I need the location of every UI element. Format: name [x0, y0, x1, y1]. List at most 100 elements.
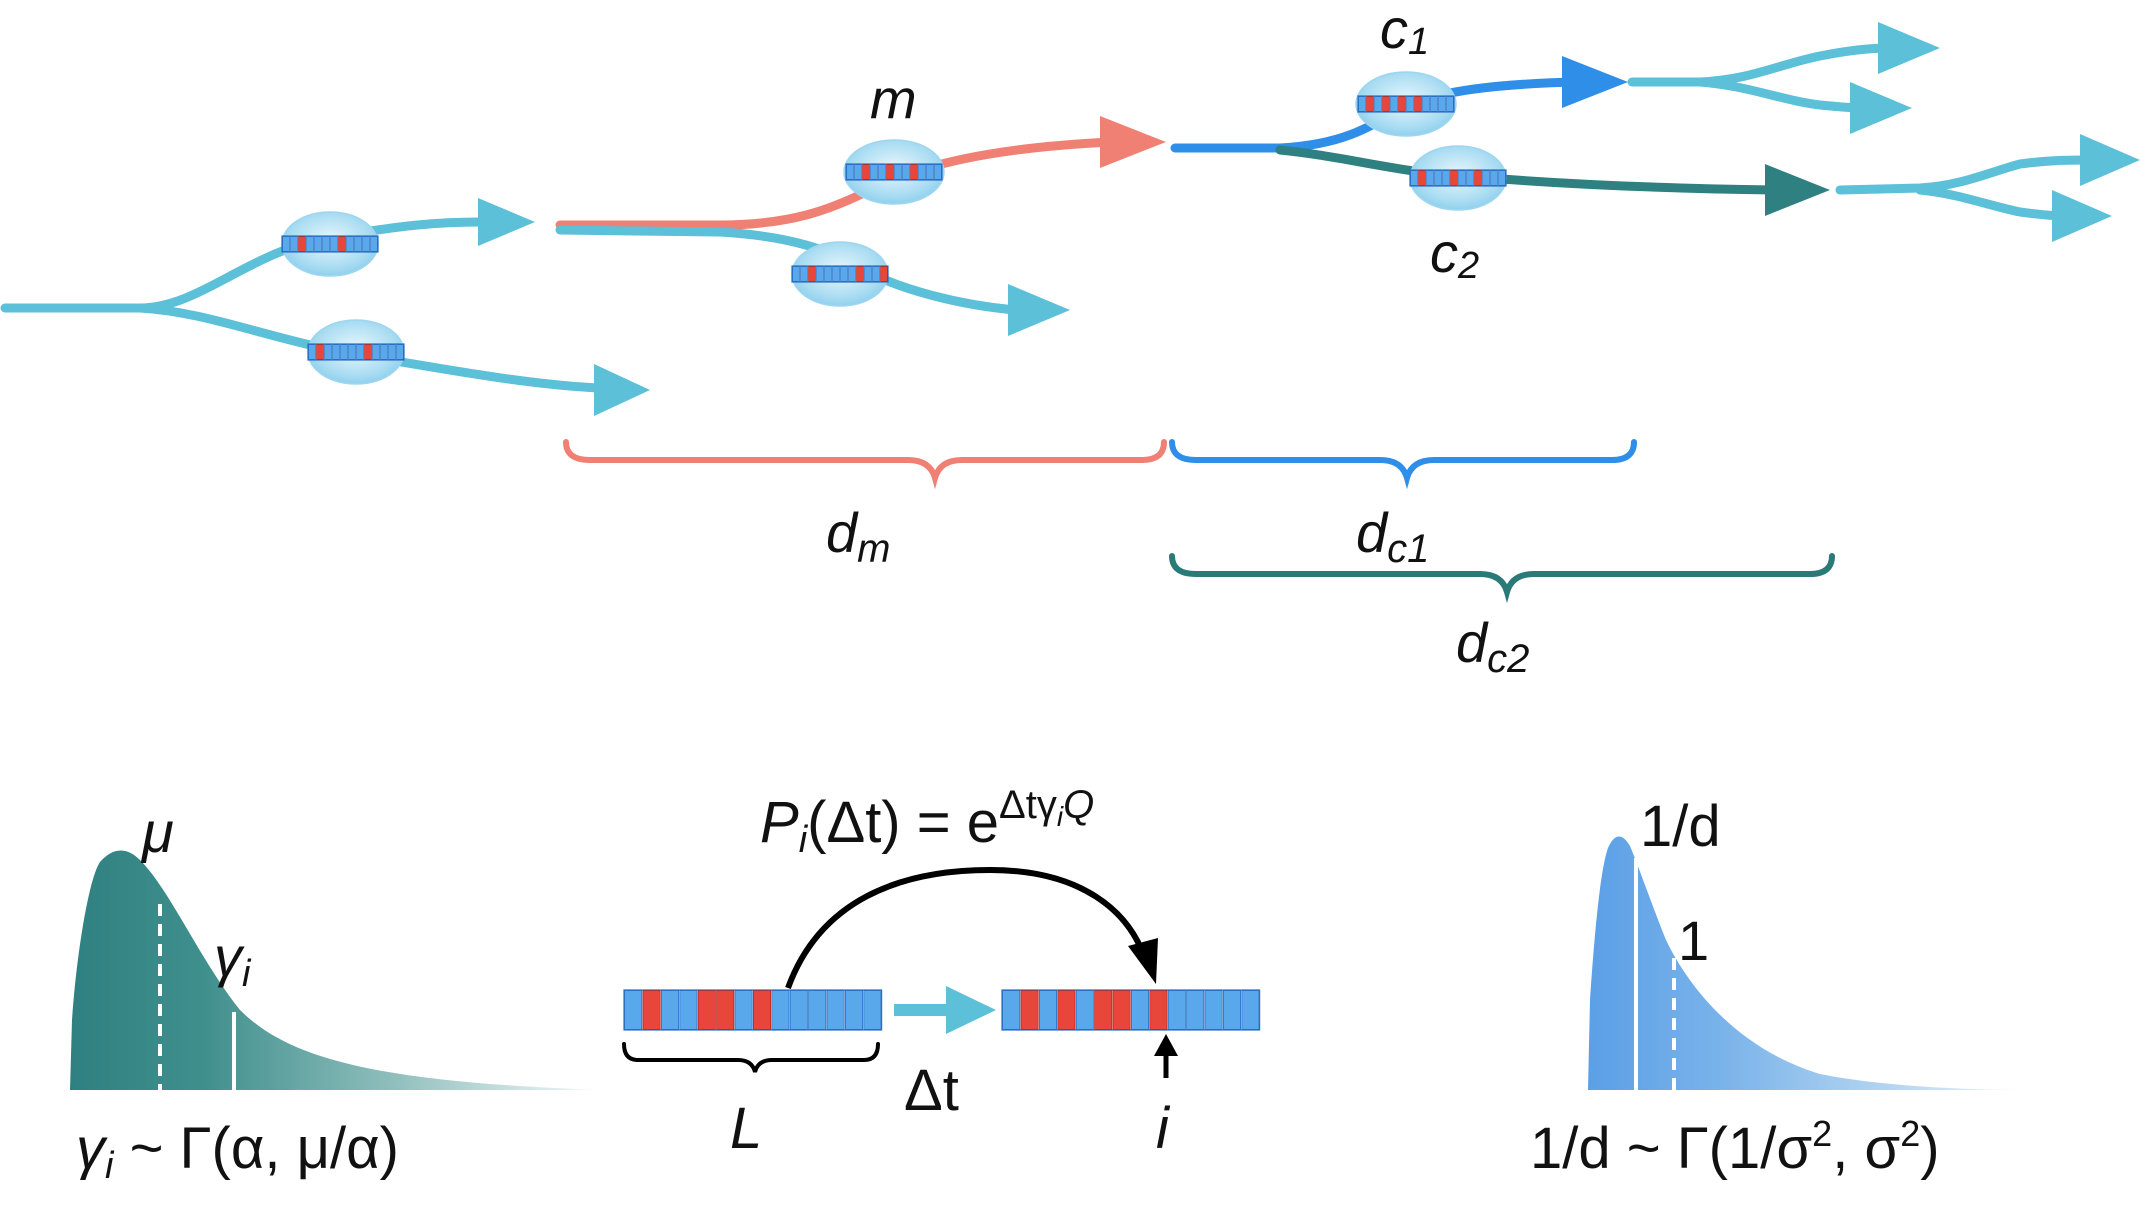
substituted-site: [316, 344, 324, 360]
c2-fork-arrow-lower: [2052, 190, 2112, 242]
c1-fork-arrow-lower: [1850, 82, 1912, 134]
sequence-site: [1498, 170, 1506, 186]
substituted-site: [697, 990, 716, 1030]
substituted-site: [1149, 990, 1168, 1030]
label-mu: μ: [140, 800, 174, 865]
sequence-site: [1422, 96, 1430, 112]
substituted-site: [862, 164, 870, 180]
sequence-site: [840, 266, 848, 282]
substituted-site: [1112, 990, 1131, 1030]
sequence-site: [290, 236, 298, 252]
label-gamma-i: γi: [214, 925, 252, 995]
sequence-site: [1204, 990, 1223, 1030]
formula-branch: 1/d ~ Γ(1/σ2, σ2): [1530, 1113, 1940, 1181]
sequence-site: [661, 990, 680, 1030]
substituted-site: [753, 990, 772, 1030]
cell-sequence: [1409, 169, 1507, 187]
label-L: L: [730, 1096, 762, 1161]
cell-m: [843, 139, 945, 205]
sequence-site: [624, 990, 643, 1030]
substituted-site: [716, 990, 735, 1030]
sequence-site: [1374, 96, 1382, 112]
sequence-site: [306, 236, 314, 252]
sequence-site: [340, 344, 348, 360]
cell-sequence: [845, 163, 943, 181]
sequence-site: [863, 990, 882, 1030]
sequence-site: [934, 164, 942, 180]
sequence-site: [380, 344, 388, 360]
cell-lower: [307, 319, 405, 385]
sequence-site: [1446, 96, 1454, 112]
c1-fork-arrow-upper: [1878, 22, 1940, 74]
c1-fork-stem: [1627, 43, 1895, 87]
label-dc2: dc2: [1456, 611, 1529, 681]
sequence-site: [1358, 96, 1366, 112]
sequence-site: [824, 266, 832, 282]
sequence-site: [864, 266, 872, 282]
substituted-site: [1418, 170, 1426, 186]
substituted-site: [298, 236, 306, 252]
sequence-site: [348, 344, 356, 360]
sequence-site: [870, 164, 878, 180]
substituted-site: [338, 236, 346, 252]
sequence-site: [314, 236, 322, 252]
substituted-site: [1057, 990, 1076, 1030]
cell-sequence-frame: [1357, 95, 1455, 113]
sequence-site: [792, 266, 800, 282]
sequence-site: [848, 266, 856, 282]
sequence-site: [1131, 990, 1150, 1030]
sequence-site: [1434, 170, 1442, 186]
substituted-site: [364, 344, 372, 360]
sequence-site: [1390, 96, 1398, 112]
substituted-site: [1020, 990, 1039, 1030]
sequence-site: [370, 236, 378, 252]
label-c1: c1: [1380, 0, 1429, 63]
c1-fork-lower: [1695, 77, 1875, 113]
arrowhead-m-sibling: [1008, 284, 1070, 336]
sequence-site: [1186, 990, 1205, 1030]
sequence-site: [1438, 96, 1446, 112]
cell-sequence: [281, 235, 379, 253]
cell-sequence-frame: [307, 343, 405, 361]
sequence-site: [1075, 990, 1094, 1030]
sequence-site: [800, 266, 808, 282]
substituted-site: [1382, 96, 1390, 112]
sequence-site: [346, 236, 354, 252]
sequence-site: [854, 164, 862, 180]
sequence-site: [308, 344, 316, 360]
arrowhead-upper: [478, 198, 535, 246]
substituted-site: [880, 266, 888, 282]
arrowhead-c2: [1765, 164, 1830, 216]
brace-dc2: [1169, 553, 1835, 604]
cell-m-sibling: [791, 241, 889, 307]
label-delta-t: Δt: [904, 1058, 959, 1123]
sequence-site: [356, 344, 364, 360]
sequence-site: [1458, 170, 1466, 186]
brace-dm: [563, 439, 1167, 490]
sequence-site: [330, 236, 338, 252]
label-dm: dm: [826, 501, 890, 571]
cell-sequence-frame: [281, 235, 379, 253]
sequence-site: [816, 266, 824, 282]
substituted-site: [642, 990, 661, 1030]
brace-L: [622, 1042, 880, 1073]
cell-sequence-frame: [1409, 169, 1507, 187]
sequence-site: [734, 990, 753, 1030]
sequence-site: [926, 164, 934, 180]
cells: [281, 71, 1507, 385]
sequence-site: [1482, 170, 1490, 186]
sequence-site: [902, 164, 910, 180]
c2-branch: [1275, 145, 1780, 195]
sequence-site: [832, 266, 840, 282]
sequence-site: [1167, 990, 1186, 1030]
sequence-site: [324, 344, 332, 360]
sequence-site: [808, 990, 827, 1030]
label-dc1: dc1: [1356, 501, 1429, 571]
c2-fork-stem: [1835, 155, 2095, 195]
label-inv-d: 1/d: [1640, 794, 1721, 859]
substitution-arrowhead: [1128, 938, 1158, 984]
substituted-site: [1366, 96, 1374, 112]
formula-transition: Pi(Δt) = eΔtγiQ: [760, 783, 1094, 861]
substituted-site: [1414, 96, 1422, 112]
